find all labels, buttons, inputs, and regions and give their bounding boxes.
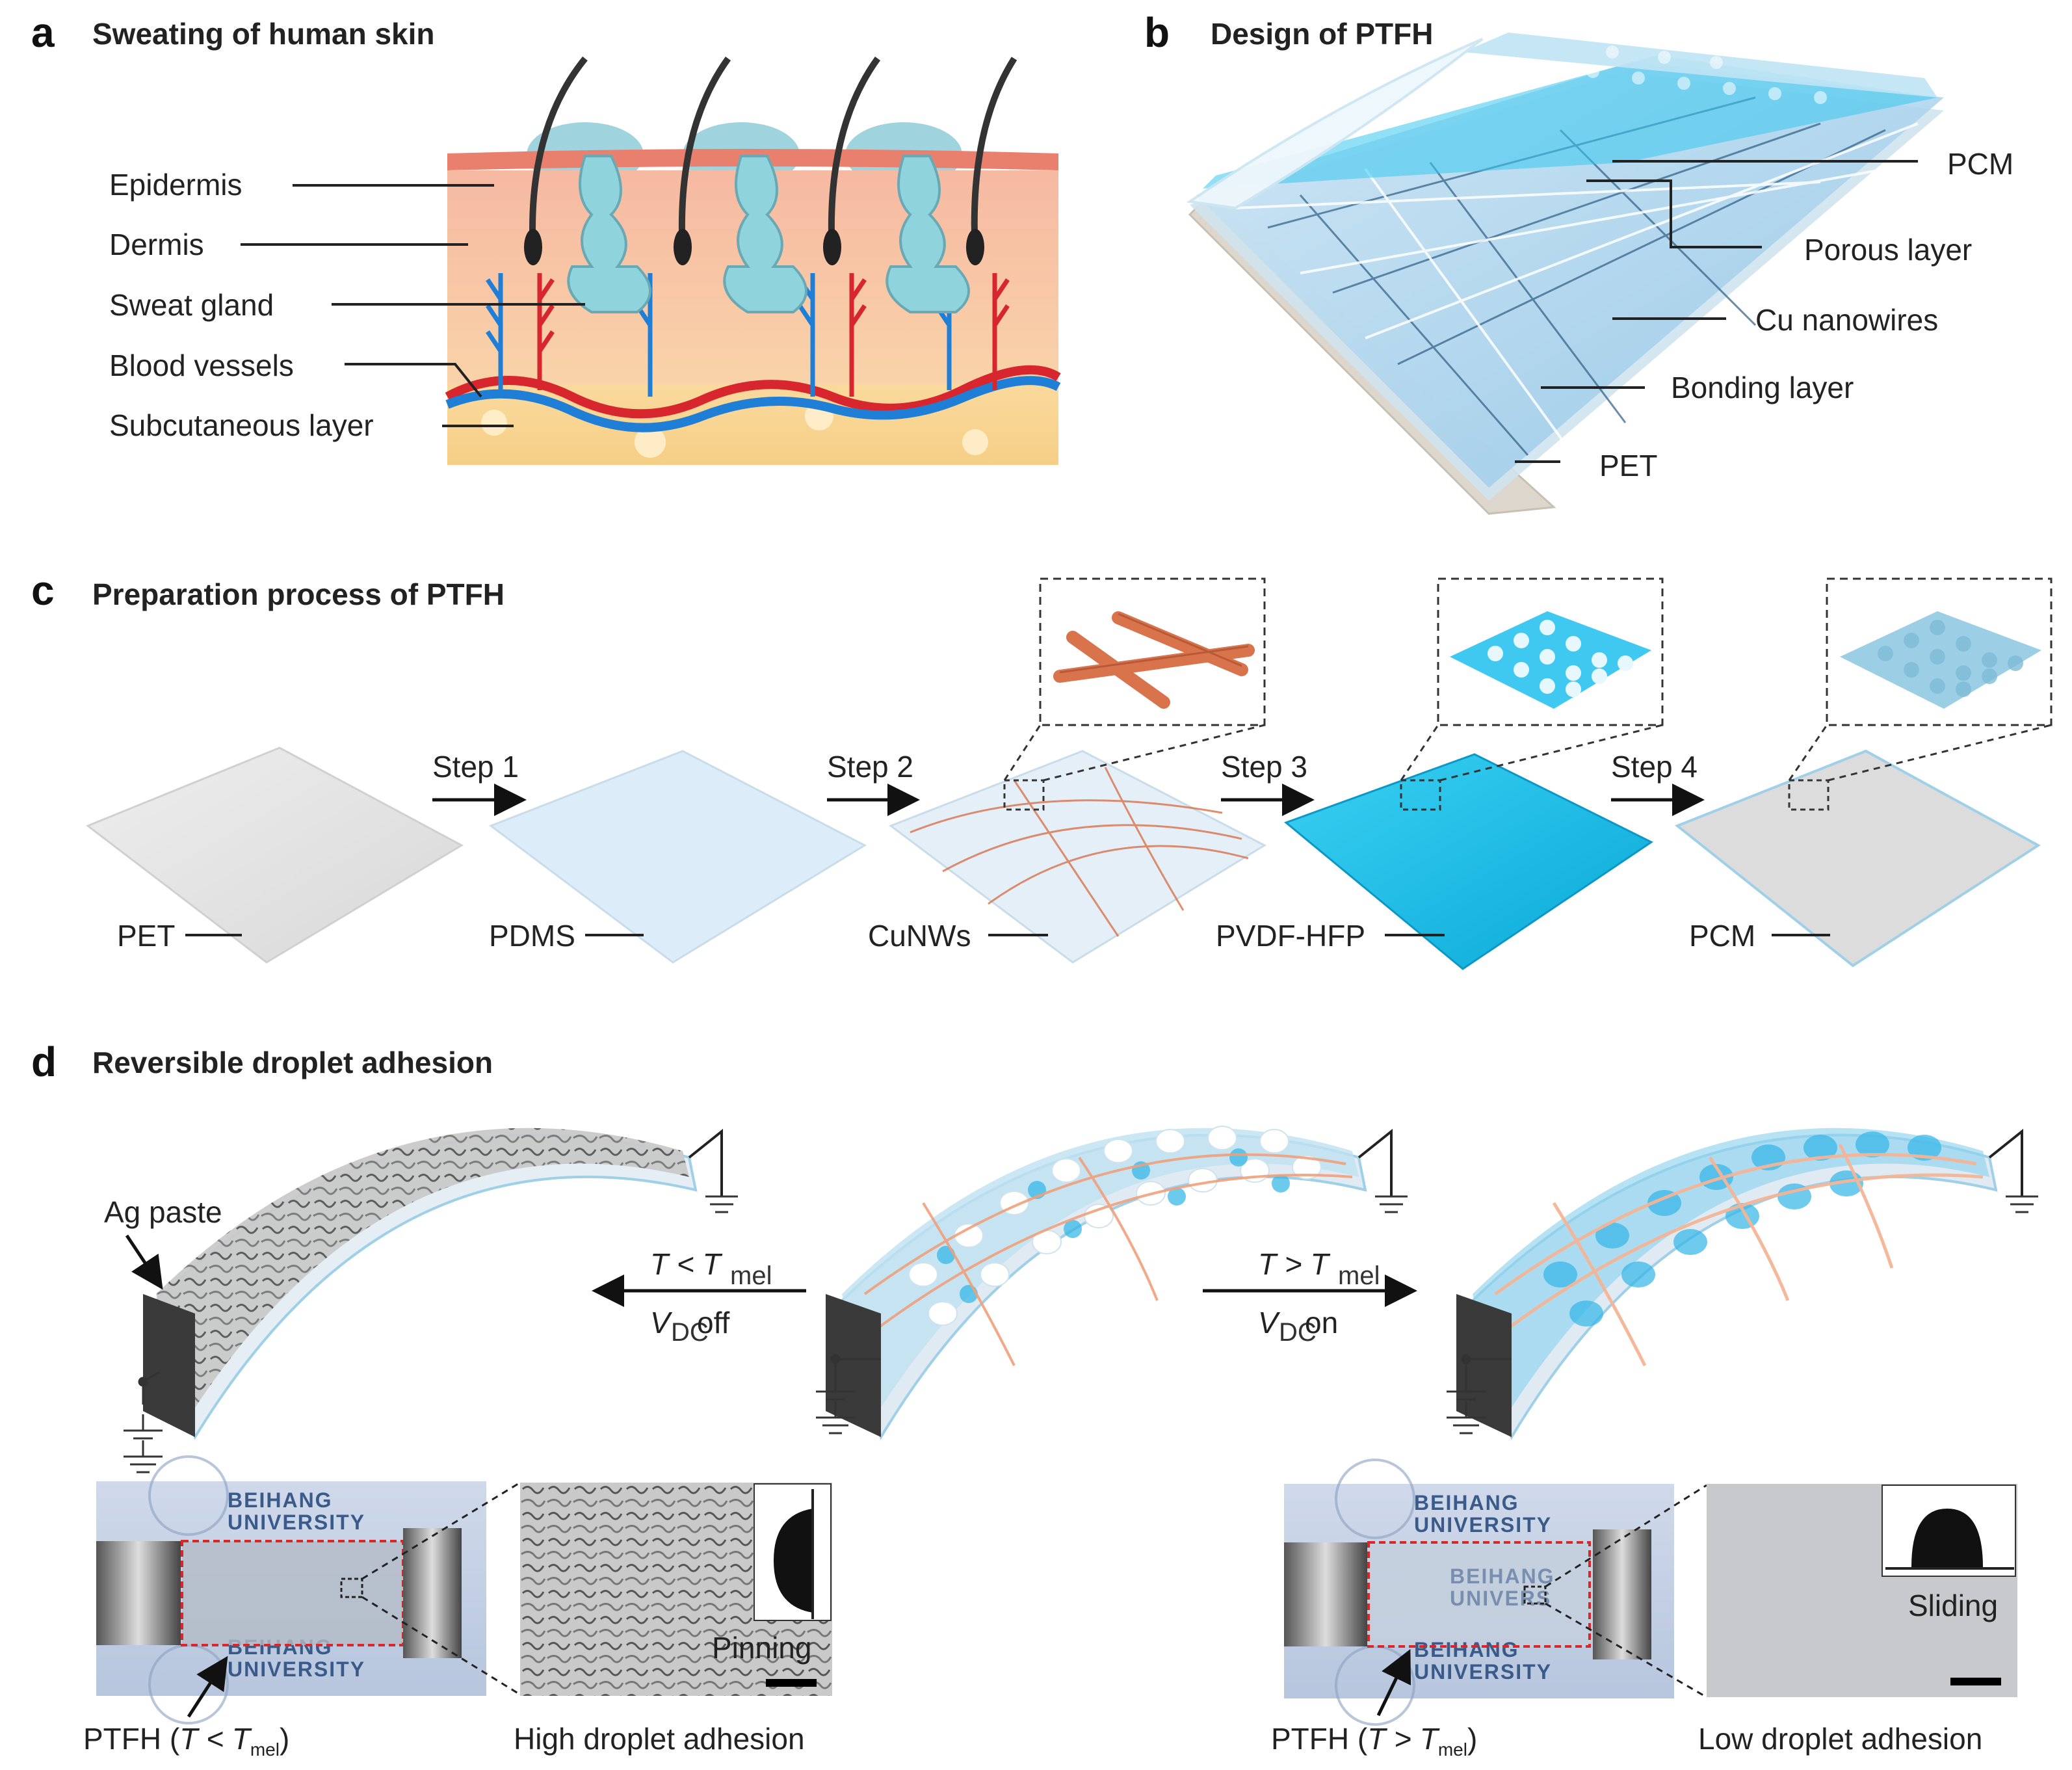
left-cond-T: T < T (650, 1247, 723, 1281)
label-blood-vessels: Blood vessels (109, 349, 294, 382)
left-cond-T-sub: mel (730, 1261, 772, 1290)
panel-c-layer-labels: PET PDMS CuNWs PVDF-HFP PCM (117, 919, 1830, 953)
photo-right-bottom-line1: BEIHANG (1414, 1638, 1519, 1661)
micrograph-right-smooth: Sliding (1707, 1484, 2017, 1697)
right-cond-V-sub: DC (1279, 1318, 1317, 1347)
droplet-pinning (774, 1509, 813, 1613)
label-pet-b: PET (1599, 449, 1657, 482)
inset-pcm-filled (1788, 577, 2052, 811)
panel-d-letter: d (31, 1038, 57, 1085)
inset-copper-nanowires (1003, 577, 1266, 811)
label-pcm: PCM (1947, 147, 2013, 181)
photo-left-sample: BEIHANG UNIVERSITY BEIHANG UNIVERSITY (96, 1455, 521, 1724)
ptfh-left-sub: mel (250, 1739, 280, 1760)
right-cond-T: T > T (1258, 1247, 1331, 1281)
step-arrows: Step 1 Step 2 Step 3 Step 4 (432, 750, 1705, 816)
panel-d-title: Reversible droplet adhesion (92, 1046, 493, 1079)
panel-a-labels: Epidermis Dermis Sweat gland Blood vesse… (109, 168, 585, 442)
photo-left-top-line1: BEIHANG (228, 1488, 333, 1512)
label-c-pdms: PDMS (489, 919, 575, 953)
hair-strands (524, 56, 1017, 265)
step-2-label: Step 2 (827, 750, 913, 784)
micrograph-left-textured: Pinning (520, 1483, 832, 1696)
panel-b: b Design of PTFH (1144, 9, 2013, 515)
panel-c: c Preparation process of PTFH (31, 567, 2052, 970)
step-3-label: Step 3 (1221, 750, 1307, 784)
svg-text:PTFH (T < Tmel): PTFH (T < Tmel) (83, 1722, 289, 1760)
skin-illustration (445, 56, 1061, 465)
label-subcutaneous-layer: Subcutaneous layer (109, 408, 374, 442)
panel-b-letter: b (1144, 9, 1170, 56)
photo-right-top-line1: BEIHANG (1414, 1491, 1519, 1514)
photo-left-bottom-line2: UNIVERSITY (228, 1658, 365, 1681)
left-cond-V: V (650, 1306, 673, 1340)
svg-text:PTFH (T > Tmel): PTFH (T > Tmel) (1271, 1722, 1477, 1760)
photo-right-top-line2: UNIVERSITY (1414, 1513, 1552, 1537)
sheet-pvdf-hfp (1284, 753, 1653, 970)
left-cond-V-sub: DC (671, 1318, 709, 1347)
ptfh-right-close: ) (1467, 1722, 1477, 1756)
photo-right-mid-line2: UNIVERS (1450, 1587, 1551, 1610)
right-cond-V-state: on (1305, 1306, 1338, 1340)
panel-b-title: Design of PTFH (1211, 17, 1433, 51)
sheet-pet (86, 746, 464, 964)
photo-left-top-line2: UNIVERSITY (228, 1511, 365, 1534)
ptfh-left-prefix: PTFH ( (83, 1722, 180, 1756)
panel-a: a Sweating of human skin (31, 9, 1061, 465)
label-dermis: Dermis (109, 228, 204, 261)
label-c-pvdf-hfp: PVDF-HFP (1216, 919, 1365, 953)
panel-a-letter: a (31, 9, 55, 56)
ptfh-right-T: T > T (1367, 1722, 1440, 1756)
sheet-cunws (888, 750, 1267, 964)
bottom-captions: PTFH (T < Tmel) High droplet adhesion PT… (83, 1722, 1982, 1760)
ptfh-right-sub: mel (1438, 1739, 1467, 1760)
left-cond-V-state: off (697, 1306, 730, 1340)
scale-bar-right (1950, 1678, 2001, 1685)
label-bonding-layer: Bonding layer (1671, 371, 1854, 404)
right-cond-V: V (1258, 1306, 1281, 1340)
ptfh-right-prefix: PTFH ( (1271, 1722, 1368, 1756)
caption-high-adhesion: High droplet adhesion (514, 1722, 805, 1756)
right-cond-T-sub: mel (1338, 1261, 1380, 1290)
photo-right-mid-line1: BEIHANG (1450, 1565, 1555, 1588)
caption-low-adhesion: Low droplet adhesion (1698, 1722, 1982, 1756)
droplet-sliding (1911, 1509, 1983, 1567)
scale-bar-left (766, 1679, 817, 1687)
panel-b-labels: PCM Porous layer Cu nanowires Bonding la… (1515, 147, 2013, 482)
label-c-pcm: PCM (1689, 919, 1755, 953)
vein-vessel (445, 376, 1061, 432)
condition-left: T < T mel V DC off (592, 1247, 806, 1347)
label-c-cunws: CuNWs (868, 919, 971, 953)
inset-porous-pvdf (1400, 577, 1664, 811)
step-4-label: Step 4 (1611, 750, 1698, 784)
panel-c-title: Preparation process of PTFH (92, 577, 505, 611)
photo-right-sample: BEIHANG UNIVERSITY BEIHANG UNIVERS BEIHA… (1284, 1459, 1707, 1726)
label-ag-paste: Ag paste (104, 1195, 222, 1229)
sheet-pdms (488, 750, 867, 964)
panel-a-title: Sweating of human skin (92, 17, 435, 51)
label-c-pet: PET (117, 919, 175, 953)
panel-c-letter: c (31, 567, 55, 614)
sheet-pcm (1675, 749, 2041, 968)
artery-vessel (445, 365, 1061, 419)
label-epidermis: Epidermis (109, 168, 243, 202)
panel-d: d Reversible droplet adhesion (31, 1038, 2038, 1760)
ptfh-left-T: T < T (179, 1722, 252, 1756)
device-middle (816, 1126, 1408, 1440)
condition-right: T > T mel V DC on (1203, 1247, 1417, 1347)
ptfh-left-close: ) (280, 1722, 289, 1756)
device-right-liquid-pcm (1447, 1128, 2038, 1440)
photo-right-bottom-line2: UNIVERSITY (1414, 1660, 1552, 1684)
label-cu-nanowires: Cu nanowires (1755, 303, 1938, 337)
label-sweat-gland: Sweat gland (109, 288, 274, 322)
layered-device-illustration (1186, 33, 1944, 515)
label-pinning: Pinning (712, 1631, 811, 1665)
label-porous-layer: Porous layer (1804, 233, 1972, 267)
step-1-label: Step 1 (432, 750, 519, 784)
label-sliding: Sliding (1908, 1589, 1998, 1622)
device-left-solid-pcm: Ag paste (104, 1128, 738, 1473)
left-switch-open (124, 1371, 163, 1473)
